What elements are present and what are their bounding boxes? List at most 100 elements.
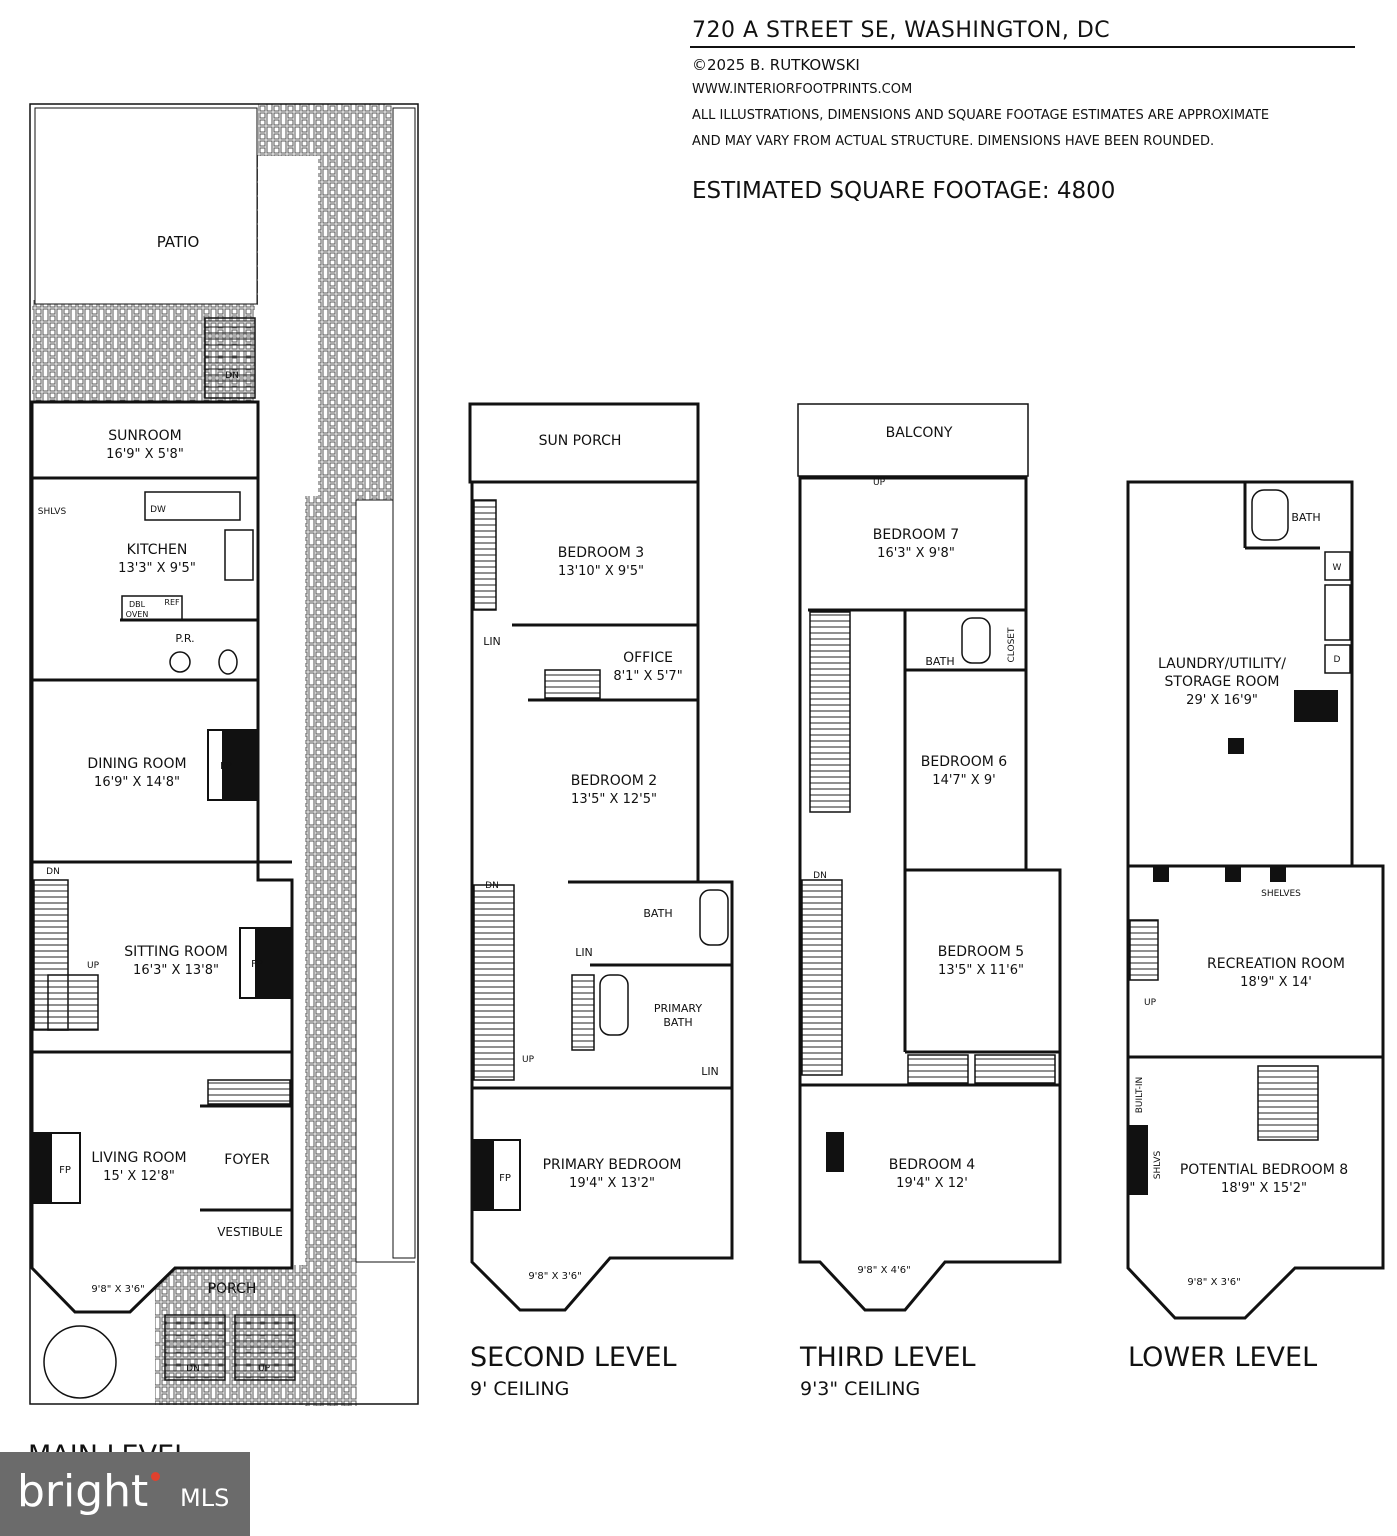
label-living-room: LIVING ROOM <box>91 1150 186 1166</box>
label-bedroom-5: BEDROOM 5 <box>938 944 1024 960</box>
label-laundry-dim: 29' X 16'9" <box>1186 693 1258 708</box>
label-bedroom-7: BEDROOM 7 <box>873 527 959 543</box>
label-lin-3: LIN <box>701 1065 719 1078</box>
label-bedroom-4-dim: 19'4" X 12' <box>896 1176 968 1191</box>
label-bay-third: 9'8" X 4'6" <box>857 1265 910 1276</box>
second-level-ceiling: 9' CEILING <box>470 1378 570 1400</box>
label-sunroom-dim: 16'9" X 5'8" <box>106 447 184 462</box>
label-potential-dim: 18'9" X 15'2" <box>1221 1181 1307 1196</box>
main-level-title: MAIN LEVEL <box>28 1440 189 1454</box>
label-bedroom-7-dim: 16'3" X 9'8" <box>877 546 955 561</box>
copyright: ©2025 B. RUTKOWSKI <box>692 56 860 74</box>
label-vestibule: VESTIBULE <box>217 1225 283 1239</box>
label-bay-main: 9'8" X 3'6" <box>91 1284 144 1295</box>
label-kitchen: KITCHEN <box>127 542 188 558</box>
label-shelves: SHELVES <box>1261 889 1301 899</box>
label-oven: OVEN <box>126 610 149 619</box>
label-primary-bath-1: PRIMARY <box>654 1002 702 1015</box>
label-sunroom: SUNROOM <box>108 428 181 444</box>
label-laundry-2: STORAGE ROOM <box>1165 674 1280 690</box>
label-bedroom-6-dim: 14'7" X 9' <box>932 773 995 788</box>
label-kitchen-dim: 13'3" X 9'5" <box>118 561 196 576</box>
third-level-ceiling: 9'3" CEILING <box>800 1378 921 1400</box>
second-level-plan <box>468 402 734 1312</box>
header-rule <box>690 46 1355 48</box>
label-bedroom-5-dim: 13'5" X 11'6" <box>938 963 1024 978</box>
label-sitting-dim: 16'3" X 13'8" <box>133 963 219 978</box>
label-lin-1: LIN <box>483 635 501 648</box>
label-primary-bedroom-dim: 19'4" X 13'2" <box>569 1176 655 1191</box>
label-bath-lower: BATH <box>1291 511 1320 524</box>
bright-mls-logo: bright MLS <box>0 1452 250 1536</box>
label-sun-porch: SUN PORCH <box>539 433 622 449</box>
label-patio: PATIO <box>157 233 200 251</box>
label-bedroom-3: BEDROOM 3 <box>558 545 644 561</box>
lower-level-plan <box>1126 480 1385 1320</box>
label-lin-2: LIN <box>575 946 593 959</box>
label-w: W <box>1333 563 1342 573</box>
label-dining-dim: 16'9" X 14'8" <box>94 775 180 790</box>
label-fp-dining: FP <box>220 761 232 772</box>
label-dn-porch: DN <box>186 1364 200 1374</box>
label-shlvs-lower: SHLVS <box>1153 1151 1163 1180</box>
label-up-balcony: UP <box>873 478 886 488</box>
label-dn-second: DN <box>485 881 499 891</box>
label-bath-2: BATH <box>643 907 672 920</box>
label-porch: PORCH <box>208 1281 257 1297</box>
label-closet: CLOSET <box>1007 627 1017 662</box>
label-potential-bedroom: POTENTIAL BEDROOM 8 <box>1180 1162 1348 1178</box>
label-foyer: FOYER <box>224 1152 270 1168</box>
logo-brand: bright <box>17 1466 149 1517</box>
label-living-dim: 15' X 12'8" <box>103 1169 175 1184</box>
third-level-plan <box>797 403 1062 1312</box>
label-bay-lower: 9'8" X 3'6" <box>1187 1277 1240 1288</box>
label-office: OFFICE <box>623 650 673 666</box>
website: WWW.INTERIORFOOTPRINTS.COM <box>692 82 913 97</box>
room-labels: PATIO SUNROOM 16'9" X 5'8" SHLVS DW KITC… <box>38 233 1348 1374</box>
label-d: D <box>1334 655 1341 665</box>
disclaimer-line-2: AND MAY VARY FROM ACTUAL STRUCTURE. DIME… <box>692 134 1215 149</box>
label-dn-third: DN <box>813 871 827 881</box>
label-dbl: DBL <box>129 600 146 609</box>
label-up-lower: UP <box>1144 998 1157 1008</box>
label-bedroom-3-dim: 13'10" X 9'5" <box>558 564 644 579</box>
label-recreation: RECREATION ROOM <box>1207 956 1345 972</box>
label-office-dim: 8'1" X 5'7" <box>613 669 682 684</box>
label-bedroom-2: BEDROOM 2 <box>571 773 657 789</box>
label-bath-3: BATH <box>925 655 954 668</box>
address-title: 720 A STREET SE, WASHINGTON, DC <box>692 18 1111 43</box>
label-fp-primary: FP <box>499 1173 511 1184</box>
label-bedroom-4: BEDROOM 4 <box>889 1157 976 1173</box>
label-balcony: BALCONY <box>886 425 953 441</box>
lower-level-title: LOWER LEVEL <box>1128 1342 1318 1373</box>
label-shlvs: SHLVS <box>38 507 67 517</box>
label-bedroom-6: BEDROOM 6 <box>921 754 1008 770</box>
label-up-porch: UP <box>258 1364 271 1374</box>
main-level-plan <box>29 103 419 1406</box>
label-laundry-1: LAUNDRY/UTILITY/ <box>1158 656 1286 672</box>
label-fp-living: FP <box>59 1165 71 1176</box>
disclaimer-line-1: ALL ILLUSTRATIONS, DIMENSIONS AND SQUARE… <box>692 108 1270 123</box>
label-ref: REF <box>164 598 180 607</box>
label-bay-second: 9'8" X 3'6" <box>528 1271 581 1282</box>
label-dw: DW <box>150 505 166 515</box>
label-dining-room: DINING ROOM <box>87 756 186 772</box>
logo-dot-icon <box>151 1472 160 1481</box>
label-primary-bath-2: BATH <box>663 1016 692 1029</box>
label-up-second: UP <box>522 1055 535 1065</box>
label-built-in: BUILT-IN <box>1135 1077 1145 1114</box>
label-dn-main: DN <box>46 867 60 877</box>
label-sitting-room: SITTING ROOM <box>124 944 228 960</box>
label-powder-room: P.R. <box>175 632 194 645</box>
logo-suffix: MLS <box>180 1484 230 1512</box>
third-level-title: THIRD LEVEL <box>800 1342 976 1373</box>
label-up-main: UP <box>87 961 100 971</box>
square-footage: ESTIMATED SQUARE FOOTAGE: 4800 <box>692 178 1116 204</box>
label-dn-patio: DN <box>225 371 239 381</box>
label-primary-bedroom: PRIMARY BEDROOM <box>543 1157 682 1173</box>
label-fp-sitting: FP <box>251 959 263 970</box>
label-recreation-dim: 18'9" X 14' <box>1240 975 1312 990</box>
second-level-title: SECOND LEVEL <box>470 1342 677 1373</box>
label-bedroom-2-dim: 13'5" X 12'5" <box>571 792 657 807</box>
